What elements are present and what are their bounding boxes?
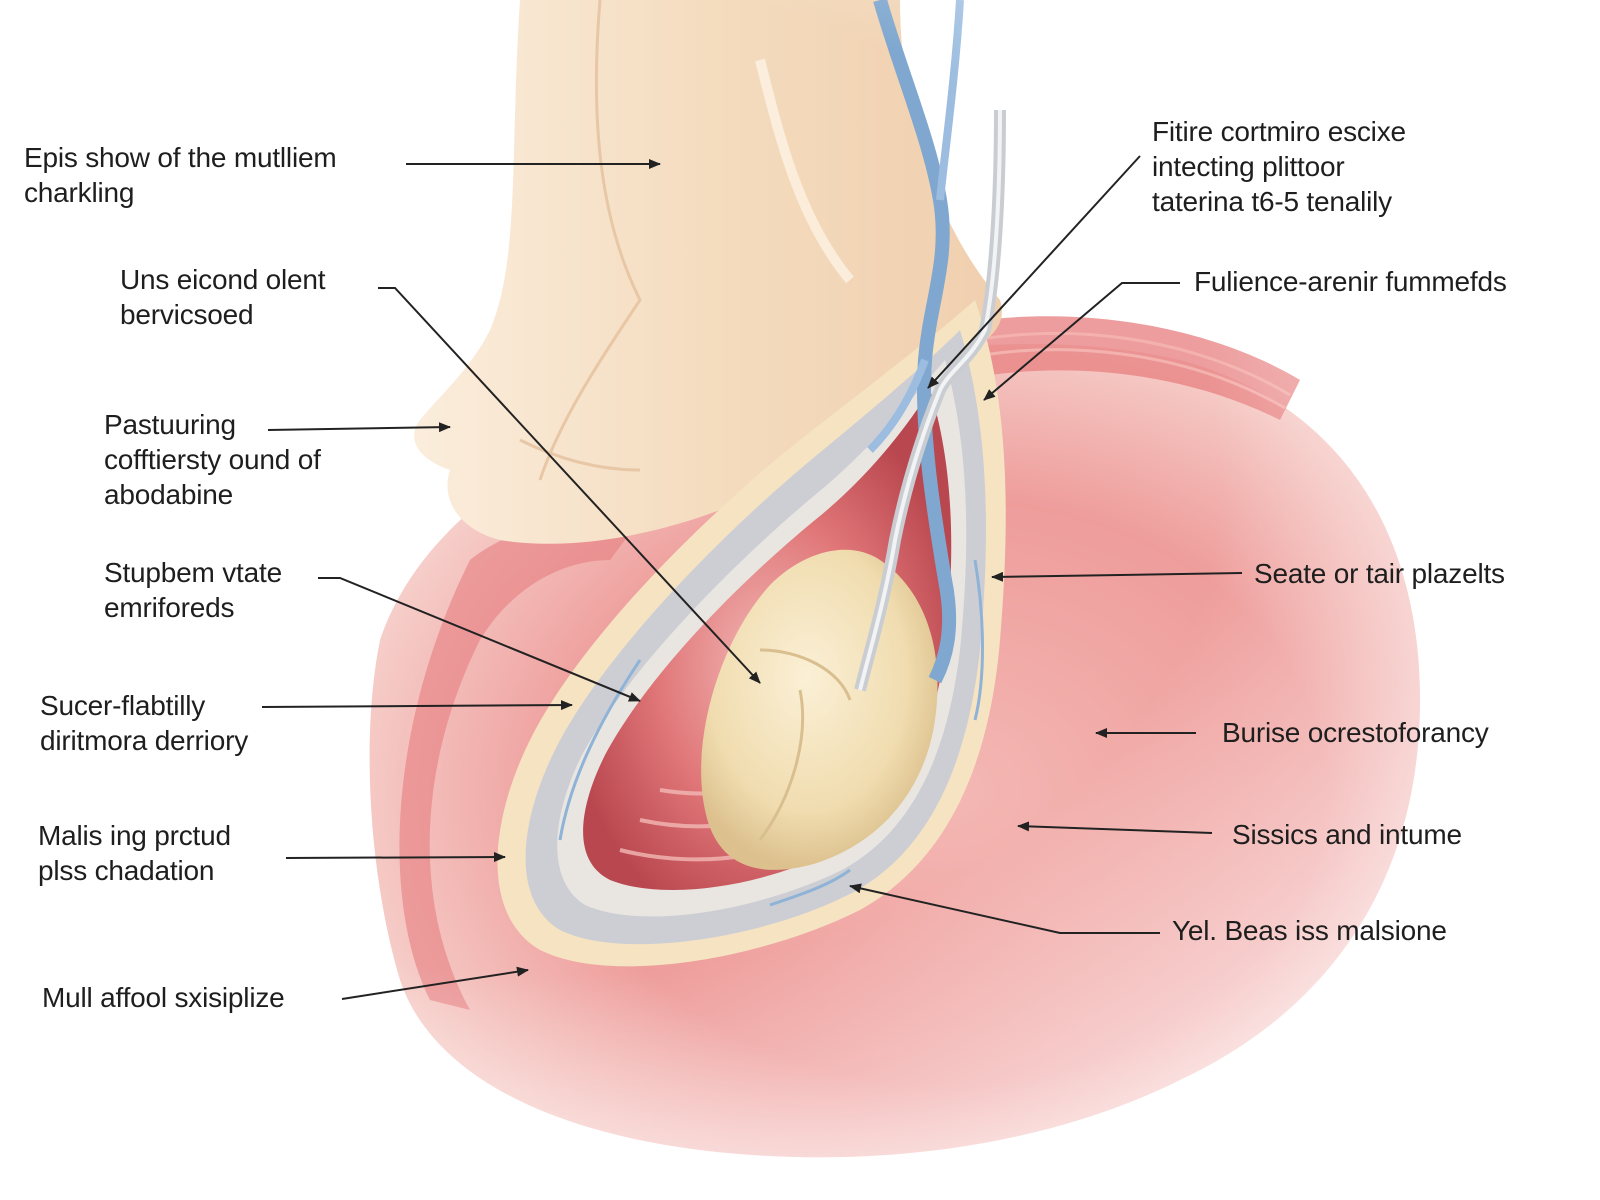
label-line: Uns eicond olent [120,264,326,295]
leader-l4 [318,577,641,702]
label-r5: Sissics and intume [1232,817,1462,852]
label-line: Epis show of the mutlliem [24,142,337,173]
label-line: taterina t6-5 tenalily [1152,186,1392,217]
label-l3: Pastuuring cofftiersty ound of abodabine [104,407,321,512]
label-line: intecting plittoor [1152,151,1345,182]
label-line: Fitire cortmiro escixe [1152,116,1406,147]
leader-l6 [285,852,506,863]
label-line: Mull affool sxisiplize [42,982,285,1013]
label-l2: Uns eicond olent bervicsoed [120,262,326,332]
leader-r2 [983,282,1180,401]
label-line: abodabine [104,479,233,510]
label-l5: Sucer-flabtilly diritmora derriory [40,688,248,758]
leader-l5 [261,700,573,711]
leader-r1 [927,155,1141,389]
label-line: Sissics and intume [1232,819,1462,850]
label-line: Yel. Beas iss malsione [1172,915,1447,946]
leader-l7 [341,966,529,1000]
leader-l2 [378,287,761,684]
leader-r6 [849,883,1160,934]
label-line: Fulience-arenir fummefds [1194,266,1507,297]
label-l4: Stupbem vtate emriforeds [104,555,282,625]
leader-l3 [267,422,451,433]
label-line: Stupbem vtate [104,557,282,588]
leader-r5 [1017,821,1213,834]
label-line: plss chadation [38,855,215,886]
label-r1: Fitire cortmiro escixe intecting plittoo… [1152,114,1406,219]
label-line: Seate or tair plazelts [1254,558,1505,589]
label-r2: Fulience-arenir fummefds [1194,264,1507,299]
label-line: Burise ocrestoforancy [1222,717,1489,748]
label-l7: Mull affool sxisiplize [42,980,285,1015]
label-line: cofftiersty ound of [104,444,321,475]
label-line: Sucer-flabtilly [40,690,206,721]
label-r6: Yel. Beas iss malsione [1172,913,1447,948]
label-r4: Burise ocrestoforancy [1222,715,1489,750]
label-line: diritmora derriory [40,725,248,756]
label-line: Malis ing prctud [38,820,231,851]
leader-r3 [991,571,1243,582]
label-line: emriforeds [104,592,235,623]
label-line: charkling [24,177,135,208]
label-r3: Seate or tair plazelts [1254,556,1505,591]
label-line: Pastuuring [104,409,236,440]
label-line: bervicsoed [120,299,254,330]
label-l6: Malis ing prctud plss chadation [38,818,231,888]
label-l1: Epis show of the mutlliem charkling [24,140,337,210]
